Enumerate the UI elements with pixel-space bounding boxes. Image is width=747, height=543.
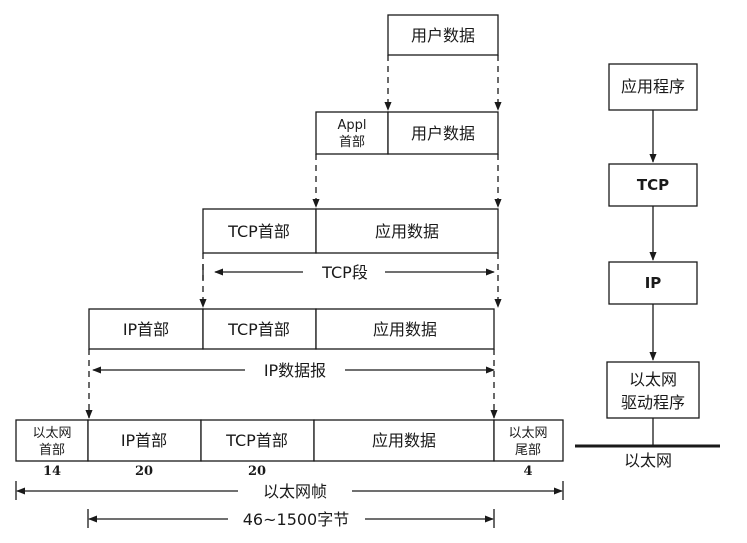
- size-eth-trailer: 4: [523, 464, 532, 479]
- eth-trailer-line1: 以太网: [508, 426, 547, 441]
- tcp-header-label: TCP首部: [227, 222, 290, 241]
- eth-ip-header-box: [87, 419, 202, 462]
- user-data-box: [387, 14, 499, 56]
- eth-trailer-box: [493, 419, 564, 462]
- row-ethernet-frame: 以太网 首部 IP首部 TCP首部 应用数据 以太网 尾部: [15, 419, 564, 462]
- protocol-stack: 应用程序 TCP IP 以太网 驱动程序 以太网: [575, 63, 720, 470]
- eth-ip-header-label: IP首部: [121, 431, 167, 450]
- stack-driver-box: [606, 361, 700, 419]
- stack-driver-line1: 以太网: [629, 370, 677, 389]
- stack-app-box: [608, 63, 698, 111]
- ip-datagram-label: IP数据报: [264, 361, 326, 380]
- eth-tcp-header-label: TCP首部: [225, 431, 288, 450]
- user-data-label: 用户数据: [411, 26, 475, 45]
- row-user-data: 用户数据: [387, 14, 499, 56]
- app-user-data-box: [387, 111, 499, 155]
- ip-tcp-header-label: TCP首部: [227, 320, 290, 339]
- ip-header-box: [88, 308, 204, 350]
- appl-header-box: [315, 111, 389, 155]
- eth-header-line1: 以太网: [32, 426, 71, 441]
- ip-app-data-box: [315, 308, 495, 350]
- field-sizes: 14 20 20 4: [43, 464, 533, 479]
- tcp-header-box: [202, 208, 317, 254]
- payload-span: 46~1500字节: [87, 509, 495, 529]
- stack-app-label: 应用程序: [621, 77, 685, 96]
- tcp-segment-span: TCP段: [202, 263, 495, 282]
- tcp-app-data-box: [315, 208, 499, 254]
- appl-header-line2: 首部: [339, 135, 365, 150]
- eth-app-data-box: [313, 419, 495, 462]
- stack-tcp-box: [608, 163, 698, 207]
- stack-network-label: 以太网: [624, 451, 672, 470]
- row-ip-datagram: IP首部 TCP首部 应用数据: [88, 308, 495, 350]
- size-ip-header: 20: [135, 464, 153, 479]
- row-tcp-segment: TCP首部 应用数据: [202, 208, 499, 254]
- stack-driver-line2: 驱动程序: [621, 393, 685, 412]
- size-tcp-header: 20: [248, 464, 266, 479]
- ethernet-frame-label: 以太网帧: [263, 482, 327, 501]
- tcp-segment-label: TCP段: [321, 263, 368, 282]
- eth-trailer-line2: 尾部: [515, 443, 541, 458]
- ip-app-data-label: 应用数据: [373, 320, 437, 339]
- stack-tcp-label: TCP: [637, 176, 669, 194]
- ip-datagram-span: IP数据报: [92, 361, 495, 380]
- eth-app-data-label: 应用数据: [372, 431, 436, 450]
- app-user-data-label: 用户数据: [411, 124, 475, 143]
- ip-header-label: IP首部: [123, 320, 169, 339]
- ethernet-frame-span: 以太网帧: [15, 481, 564, 501]
- appl-header-line1: Appl: [337, 118, 366, 133]
- tcp-app-data-label: 应用数据: [375, 222, 439, 241]
- stack-ip-label: IP: [645, 274, 662, 292]
- size-eth-header: 14: [43, 464, 61, 479]
- eth-header-line2: 首部: [39, 443, 65, 458]
- stack-ip-box: [608, 261, 698, 305]
- eth-header-box: [15, 419, 89, 462]
- eth-tcp-header-box: [200, 419, 315, 462]
- payload-size-label: 46~1500字节: [243, 510, 350, 529]
- row-application: Appl 首部 用户数据: [315, 111, 499, 155]
